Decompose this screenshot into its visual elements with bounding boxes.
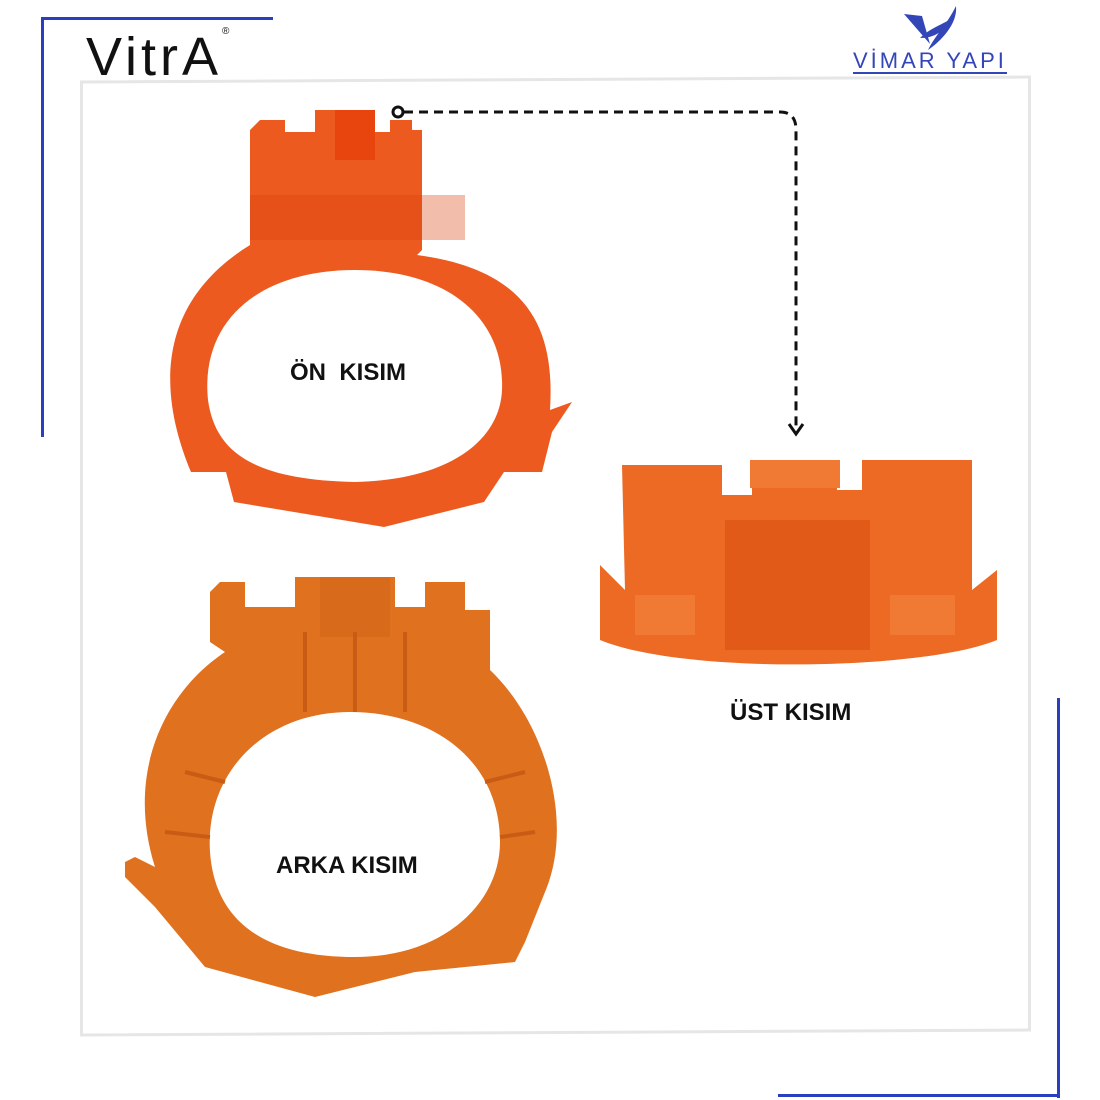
corner-line-left bbox=[41, 17, 44, 437]
connector-arrow bbox=[391, 105, 805, 437]
vitra-logo: VitrA® bbox=[86, 26, 234, 87]
corner-line-top bbox=[41, 17, 273, 20]
vimar-logo-icon bbox=[904, 6, 957, 50]
top-part-image bbox=[600, 460, 997, 665]
corner-line-right bbox=[1057, 698, 1060, 1098]
vimar-logo-text: VİMAR YAPI bbox=[853, 48, 1007, 74]
front-part-label: ÖN KISIM bbox=[290, 359, 407, 386]
front-part-image bbox=[170, 110, 572, 527]
back-part-image bbox=[125, 577, 557, 997]
back-part-label: ARKA KISIM bbox=[276, 852, 418, 879]
corner-line-bottom bbox=[778, 1094, 1060, 1097]
top-part-label: ÜST KISIM bbox=[730, 699, 852, 726]
